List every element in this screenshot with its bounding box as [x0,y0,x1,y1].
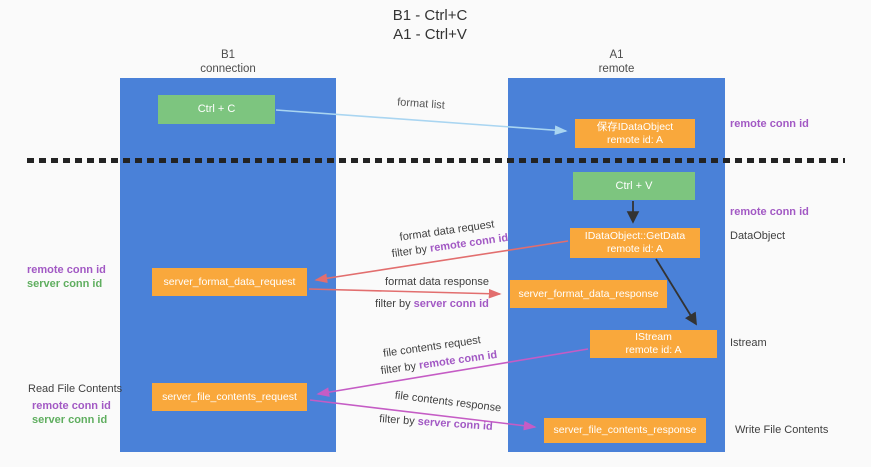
lane-a1-name: A1 [609,49,624,61]
filter-prefix: filter by [378,413,416,428]
node-save-idataobject-line1: 保存IDataObject [596,120,674,133]
annotation-left-bottom-server-conn-id: server conn id [32,414,108,426]
node-server-file-contents-request: server_file_contents_request [152,383,307,411]
node-istream: IStream remote id: A [590,330,717,358]
node-getdata-line2: remote id: A [606,243,664,255]
edge-label-format-response-filter: filter by server conn id [375,298,489,310]
node-file-response-label: server_file_contents_response [553,424,697,436]
lane-header-b1: B1 connection [120,48,336,78]
node-getdata-line1: IDataObject::GetData [584,230,686,242]
filter-prefix: filter by [380,360,417,378]
edge-label-format-data-response: format data response [385,276,489,288]
edge-label-format-list: format list [396,96,446,112]
annotation-left-server-conn-id: server conn id [27,278,103,290]
filter-key: server conn id [417,415,494,433]
title-line-2: A1 - Ctrl+V [393,26,467,43]
node-save-idataobject: 保存IDataObject remote id: A [575,119,695,148]
edge-label-file-response-filter: filter by server conn id [379,413,493,433]
node-istream-line2: remote id: A [625,344,682,356]
filter-prefix: filter by [375,298,411,310]
annotation-istream: Istream [730,337,767,349]
node-server-format-data-request: server_format_data_request [152,268,307,296]
diagram-title: B1 - Ctrl+C A1 - Ctrl+V [330,6,530,44]
node-server-file-contents-response: server_file_contents_response [544,418,706,443]
node-ctrl-v-label: Ctrl + V [615,179,653,192]
node-save-idataobject-line2: remote id: A [606,133,664,146]
phase-separator-dashed-line [27,158,845,163]
node-istream-line1: IStream [635,331,672,343]
arrow-format-data-response [308,288,502,299]
edge-label-file-contents-response: file contents response [394,389,502,415]
lane-a1-role: remote [598,63,635,75]
node-file-request-label: server_file_contents_request [162,390,297,403]
annotation-write-file-contents: Write File Contents [735,424,829,436]
filter-key: server conn id [413,298,489,310]
lane-header-a1: A1 remote [508,48,725,78]
annotation-remote-conn-id-mid: remote conn id [730,206,809,218]
annotation-remote-conn-id-top: remote conn id [730,118,809,130]
filter-prefix: filter by [391,243,428,261]
node-format-response-label: server_format_data_response [518,287,659,300]
title-line-1: B1 - Ctrl+C [392,7,468,24]
lane-b1-role: connection [200,63,256,75]
node-server-format-data-response: server_format_data_response [510,280,667,308]
node-ctrl-c: Ctrl + C [158,95,275,124]
annotation-read-file-contents: Read File Contents [28,383,123,395]
node-ctrl-v: Ctrl + V [573,172,695,200]
node-idataobject-getdata: IDataObject::GetData remote id: A [570,228,700,258]
annotation-left-remote-conn-id: remote conn id [27,264,106,276]
node-ctrl-c-label: Ctrl + C [197,103,236,115]
lane-b1-name: B1 [220,49,236,61]
annotation-left-bottom-remote-conn-id: remote conn id [32,400,111,412]
node-format-request-label: server_format_data_request [163,275,296,288]
annotation-dataobject: DataObject [730,230,786,242]
